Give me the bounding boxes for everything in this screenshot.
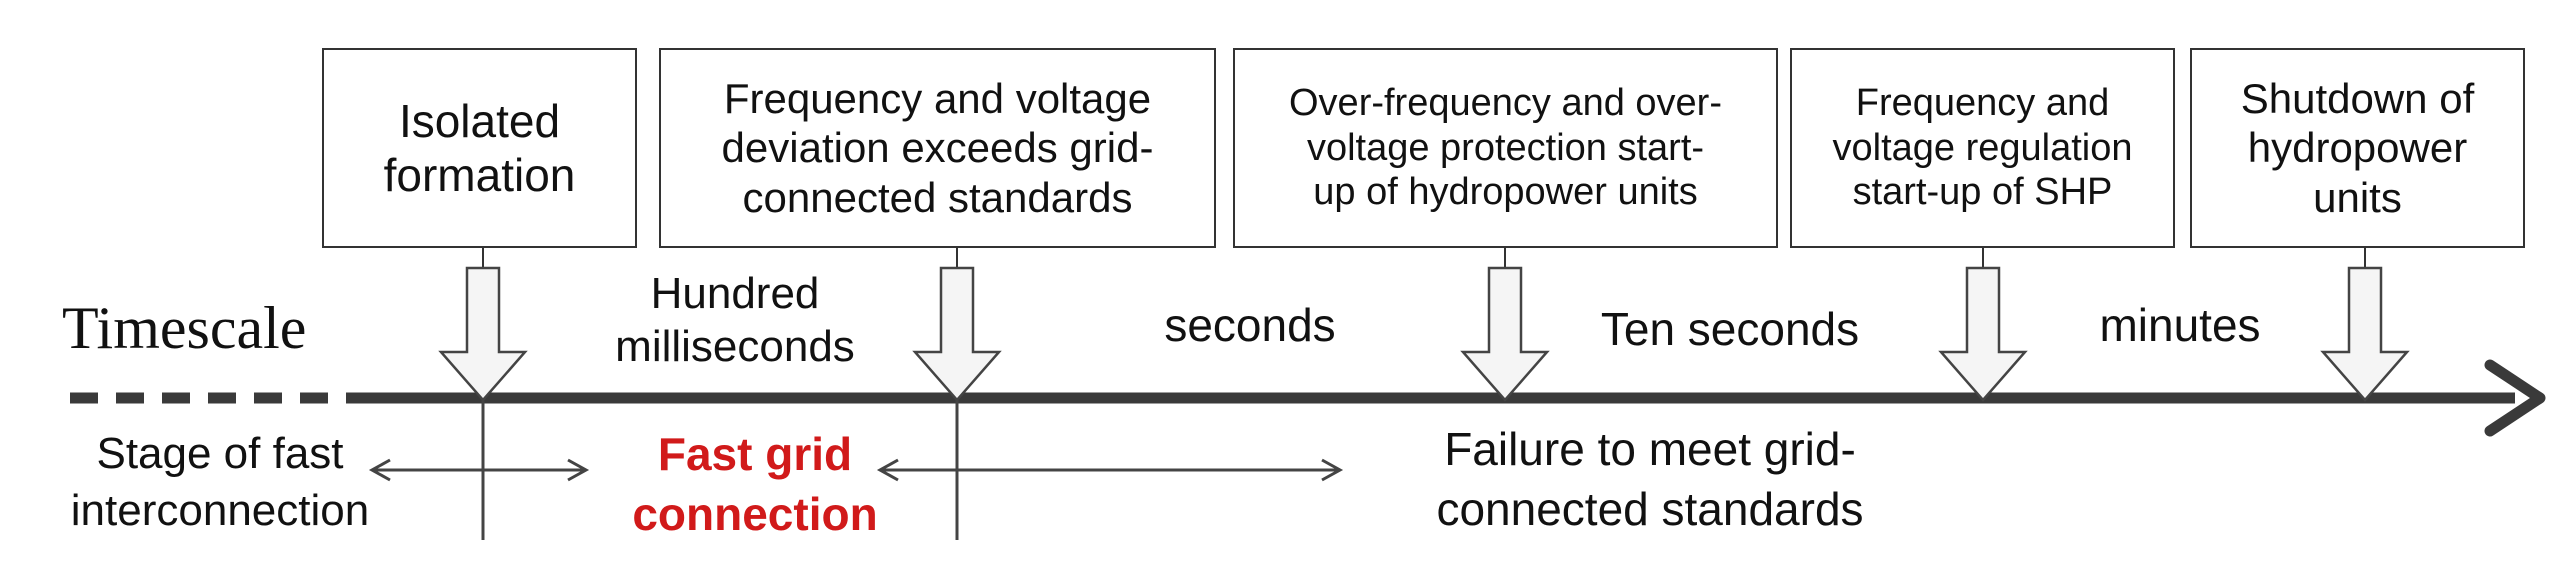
event-box-shutdown: Shutdown of hydropower units [2190, 48, 2525, 248]
event-box-regulation-startup: Frequency and voltage regulation start-u… [1790, 48, 2175, 248]
marker-arrow-2 [912, 266, 1002, 402]
event-box-2-text: Frequency and voltage deviation exceeds … [721, 74, 1154, 221]
stage-label-failure: Failure to meet grid- connected standard… [1436, 423, 1864, 535]
marker-arrow-5 [2320, 266, 2410, 402]
event-box-protection-startup: Over-frequency and over- voltage protect… [1233, 48, 1778, 248]
event-box-deviation-exceeds: Frequency and voltage deviation exceeds … [659, 48, 1216, 248]
event-box-3-text: Over-frequency and over- voltage protect… [1289, 81, 1722, 214]
timeline-arrowhead [2484, 359, 2546, 437]
marker-arrow-4 [1938, 266, 2028, 402]
event-box-4-text: Frequency and voltage regulation start-u… [1832, 81, 2133, 214]
event-box-1-text: Isolated formation [383, 94, 576, 201]
time-label-minutes: minutes [2099, 299, 2261, 351]
time-label-hundred-ms: Hundred milliseconds [615, 269, 855, 371]
stage-label-fast-grid-connection: Fast grid connection [632, 428, 878, 540]
event-box-5-text: Shutdown of hydropower units [2240, 74, 2475, 221]
stage-label-fast-interconnection: Stage of fast interconnection [70, 429, 370, 536]
time-label-seconds: seconds [1164, 299, 1336, 351]
event-box-isolated-formation: Isolated formation [322, 48, 637, 248]
marker-arrow-1 [438, 266, 528, 402]
timescale-label: Timescale [62, 295, 307, 361]
time-label-ten-seconds: Ten seconds [1600, 303, 1860, 355]
marker-arrow-3 [1460, 266, 1550, 402]
